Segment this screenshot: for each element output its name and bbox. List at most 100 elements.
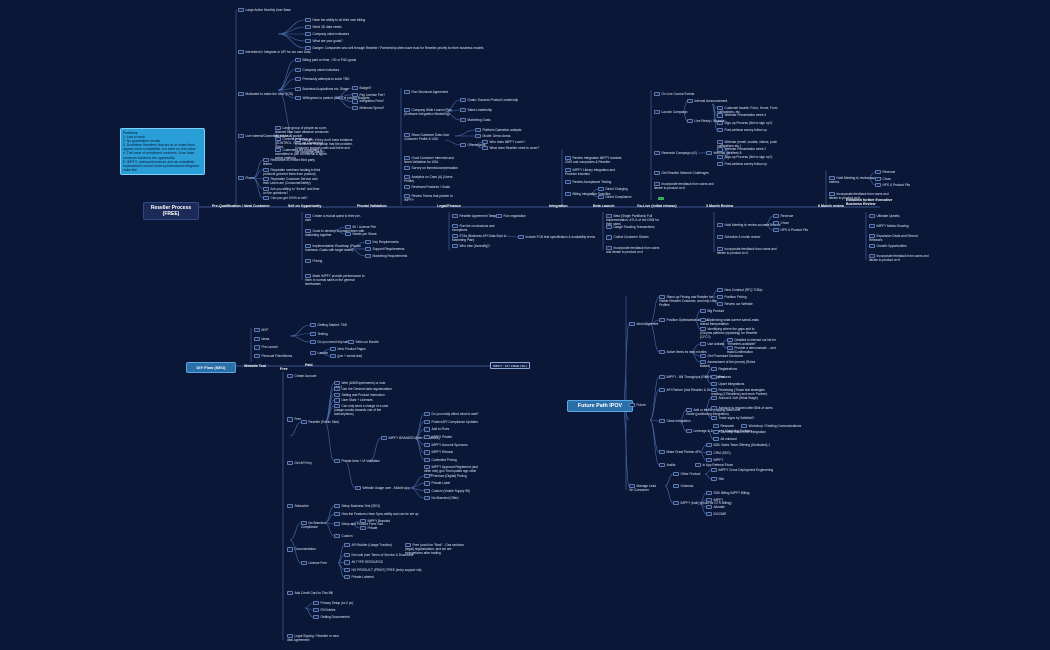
prequal-detail[interactable]: Danger: Companies who sell through Resel… (305, 46, 483, 51)
pivotal-detail[interactable]: Offer/expose (460, 143, 486, 148)
future-detail[interactable]: Features (711, 374, 731, 379)
future-detail[interactable]: In App Referral Flows (695, 463, 733, 468)
diy-detail[interactable]: API Builder (Usage Traction) (344, 543, 404, 548)
future-detail[interactable]: Reviewing (Those test strategies reading… (711, 388, 769, 396)
prequal-detail[interactable]: Reputable mentions hosting in their prod… (263, 167, 323, 176)
future-detail[interactable]: Add or Invest (copying local level Guide… (686, 408, 746, 416)
pivotal-node[interactable]: Run Structural Agreement (404, 90, 459, 95)
diy-node[interactable]: Personal Friendliness (254, 354, 292, 359)
diy-label[interactable]: Website Tool (244, 364, 266, 368)
diy-node[interactable]: Ideas (254, 336, 269, 342)
diy-flow-root[interactable]: DIY Flow (SEO) (186, 362, 236, 373)
future-detail[interactable]: Review our Website (717, 302, 753, 307)
future-detail[interactable]: Other Product (673, 472, 723, 477)
future-path-root[interactable]: Future Path IPOV (567, 400, 633, 412)
diy-node[interactable]: Documentation (287, 547, 345, 552)
future-detail[interactable]: IMPFY (both) (could be GTR Billing) (673, 501, 731, 506)
diy-detail[interactable]: Private beta + UI Validation (334, 459, 380, 464)
prequal-node[interactable]: Interested in Integrate or API for our o… (238, 50, 311, 55)
beta-node[interactable]: Beta (Single Partitions) Full Implementa… (606, 214, 664, 226)
future-detail[interactable]: Optimizing what current sales/Leads ahea… (700, 318, 760, 326)
beta-node[interactable]: Usage Tracking Transactions (606, 224, 664, 230)
diy-detail[interactable]: Website Usage over - Mobile App (355, 486, 410, 491)
prequal-detail[interactable]: Have the ability to do their own billing (305, 18, 365, 23)
prequal-detail[interactable]: Can you get 100% to sell? (263, 196, 323, 201)
diy-detail[interactable]: Not sold (see Terms of Service & Documen… (344, 553, 413, 558)
diy-detail[interactable]: Do you need help taking? (310, 340, 354, 345)
diy-detail[interactable]: Getting Started: TBD (310, 323, 347, 328)
diy-detail[interactable]: Selling and Product Instruction (334, 392, 394, 397)
prequal-node[interactable]: Large Active Monthly User Base (238, 8, 291, 13)
golive-detail[interactable]: Live Ready / Website (687, 119, 725, 124)
stage-label[interactable]: Establish further Executive Business Rev… (846, 198, 896, 206)
prequal-detail[interactable]: Are you willing to "Invest" and time on … (263, 186, 323, 195)
integration-node[interactable]: Review Integration IMPFY towards CMS and… (565, 156, 627, 164)
diy-node[interactable]: Free (287, 417, 345, 422)
diy-node[interactable]: Add Credit Card to This Bill (287, 590, 345, 596)
diy-detail[interactable]: Add to Fixes (424, 427, 484, 432)
diy-detail[interactable]: Setup and Product Form Tool (334, 522, 383, 527)
legal-node[interactable]: Who else (IncreaBy)? (452, 244, 507, 249)
golive-detail[interactable]: Webinar on Week 8 (706, 151, 741, 156)
future-detail[interactable]: Active Items for next months (659, 350, 707, 355)
sell-detail[interactable]: 60 / License Fee (345, 225, 376, 230)
diy-detail[interactable]: Private Label (424, 481, 450, 486)
diy-detail[interactable]: All TYPE RESOURCE (344, 560, 383, 565)
golive-detail[interactable]: Sign-up Process (Net to sign up?) (717, 120, 779, 126)
legal-node[interactable]: Reseller Agreement Template (452, 214, 507, 219)
diy-detail[interactable]: User Stats + Licenses (334, 398, 394, 403)
golive-node[interactable]: Research Campaign (x2) (654, 151, 697, 156)
integration-node[interactable]: IMPFY Library Integration and Provider I… (565, 168, 627, 176)
pivotal-node[interactable]: Review Teams that partner to IMPFY (404, 194, 459, 202)
pivotal-node[interactable]: Analytics on Case (A) (Users Profile) (404, 175, 459, 183)
future-detail[interactable]: Big Product (700, 309, 760, 314)
diy-detail[interactable]: Setup Business Text (SEO) (334, 504, 384, 509)
diy-detail[interactable]: Use the General data regularization (334, 386, 394, 392)
pivotal-node[interactable]: Show Customer Data User Customer Profile… (404, 133, 459, 141)
sell-detail[interactable]: Key Requirements (365, 240, 399, 245)
review3-detail[interactable]: Churn (773, 221, 789, 226)
stage-label[interactable]: Go-Live (initial release) (637, 204, 677, 208)
future-detail[interactable]: B2B: Sales Team Offering (Dedicated) 1 (706, 443, 770, 448)
diy-detail[interactable]: Premium (Digital) Pricing (424, 474, 467, 479)
future-detail[interactable]: INCOME (706, 512, 726, 517)
future-detail[interactable]: Allocate (706, 505, 725, 510)
future-detail[interactable]: IMPFY Cross Deployment Engineering (711, 468, 773, 473)
diy-detail[interactable]: Fill Entries (313, 608, 373, 613)
beta-node[interactable]: Incorporate feedback from users and iter… (606, 246, 664, 254)
stage-label[interactable]: Pivotal Validation (357, 204, 387, 208)
diy-detail[interactable]: Can only send a charge of a user (usage … (334, 404, 394, 416)
future-detail[interactable]: Upset Integrations (711, 382, 744, 387)
review6-node[interactable]: Incorporate feedback from users and iter… (829, 192, 891, 200)
sell-node[interactable]: Pricing (305, 259, 365, 264)
diy-node[interactable]: Subscribe (287, 504, 345, 509)
diy-detail[interactable]: Controlled Pricing (424, 458, 484, 463)
golive-node[interactable]: Get Reseller Network Challenges (654, 171, 716, 176)
diy-detail[interactable]: New Product Pages (330, 347, 366, 352)
future-node[interactable]: Manage Lead On Consumer (629, 484, 659, 492)
exec-node[interactable]: Expansion Deals and Record Releases (869, 234, 929, 242)
pivotal-node[interactable]: Reviewed Features / Goals (404, 184, 459, 189)
future-node[interactable]: Future (629, 403, 659, 408)
review3-node[interactable]: Hold Meeting to review success metrics (717, 223, 781, 228)
diy-node[interactable]: Create Account (287, 374, 345, 379)
prequal-detail[interactable]: Business Acquisitions etc. Stage (295, 86, 348, 91)
prequal-detail[interactable]: Connect is stance on (CONTROL, SEO) via … (275, 137, 330, 149)
future-detail[interactable]: Can help confirm the Integration (713, 430, 766, 435)
sell-detail[interactable]: Needs per Share (345, 232, 377, 237)
pivotal-node[interactable]: Good Customer Interview and Need Validat… (404, 156, 459, 164)
pivotal-node[interactable]: Survey on themes/compensation (404, 165, 459, 170)
stage-label[interactable]: Integration (549, 204, 568, 208)
golive-detail[interactable]: Post-webinar survey follow up (717, 128, 779, 133)
future-detail[interactable]: Get Procedure Decisions (700, 354, 760, 359)
pivotal-detail[interactable]: Marketing Goals (460, 118, 491, 123)
golive-node[interactable]: Launch Campaign (654, 110, 687, 115)
future-detail[interactable]: Site (711, 477, 724, 482)
integration-detail[interactable]: Direct Charging (598, 187, 628, 192)
golive-detail[interactable]: Webinar (email, socials, videos, push no… (717, 140, 779, 148)
prequal-detail[interactable]: Large group of people as a per-channel t… (275, 126, 330, 138)
stage-label[interactable]: Sell on Opportunity (288, 204, 321, 208)
diy-detail[interactable]: IMPFY Private (424, 435, 484, 440)
review3-node[interactable]: Incorporate feedback from users and iter… (717, 247, 781, 255)
sell-node[interactable]: Make IMPFY provide performance to them i… (305, 274, 365, 286)
